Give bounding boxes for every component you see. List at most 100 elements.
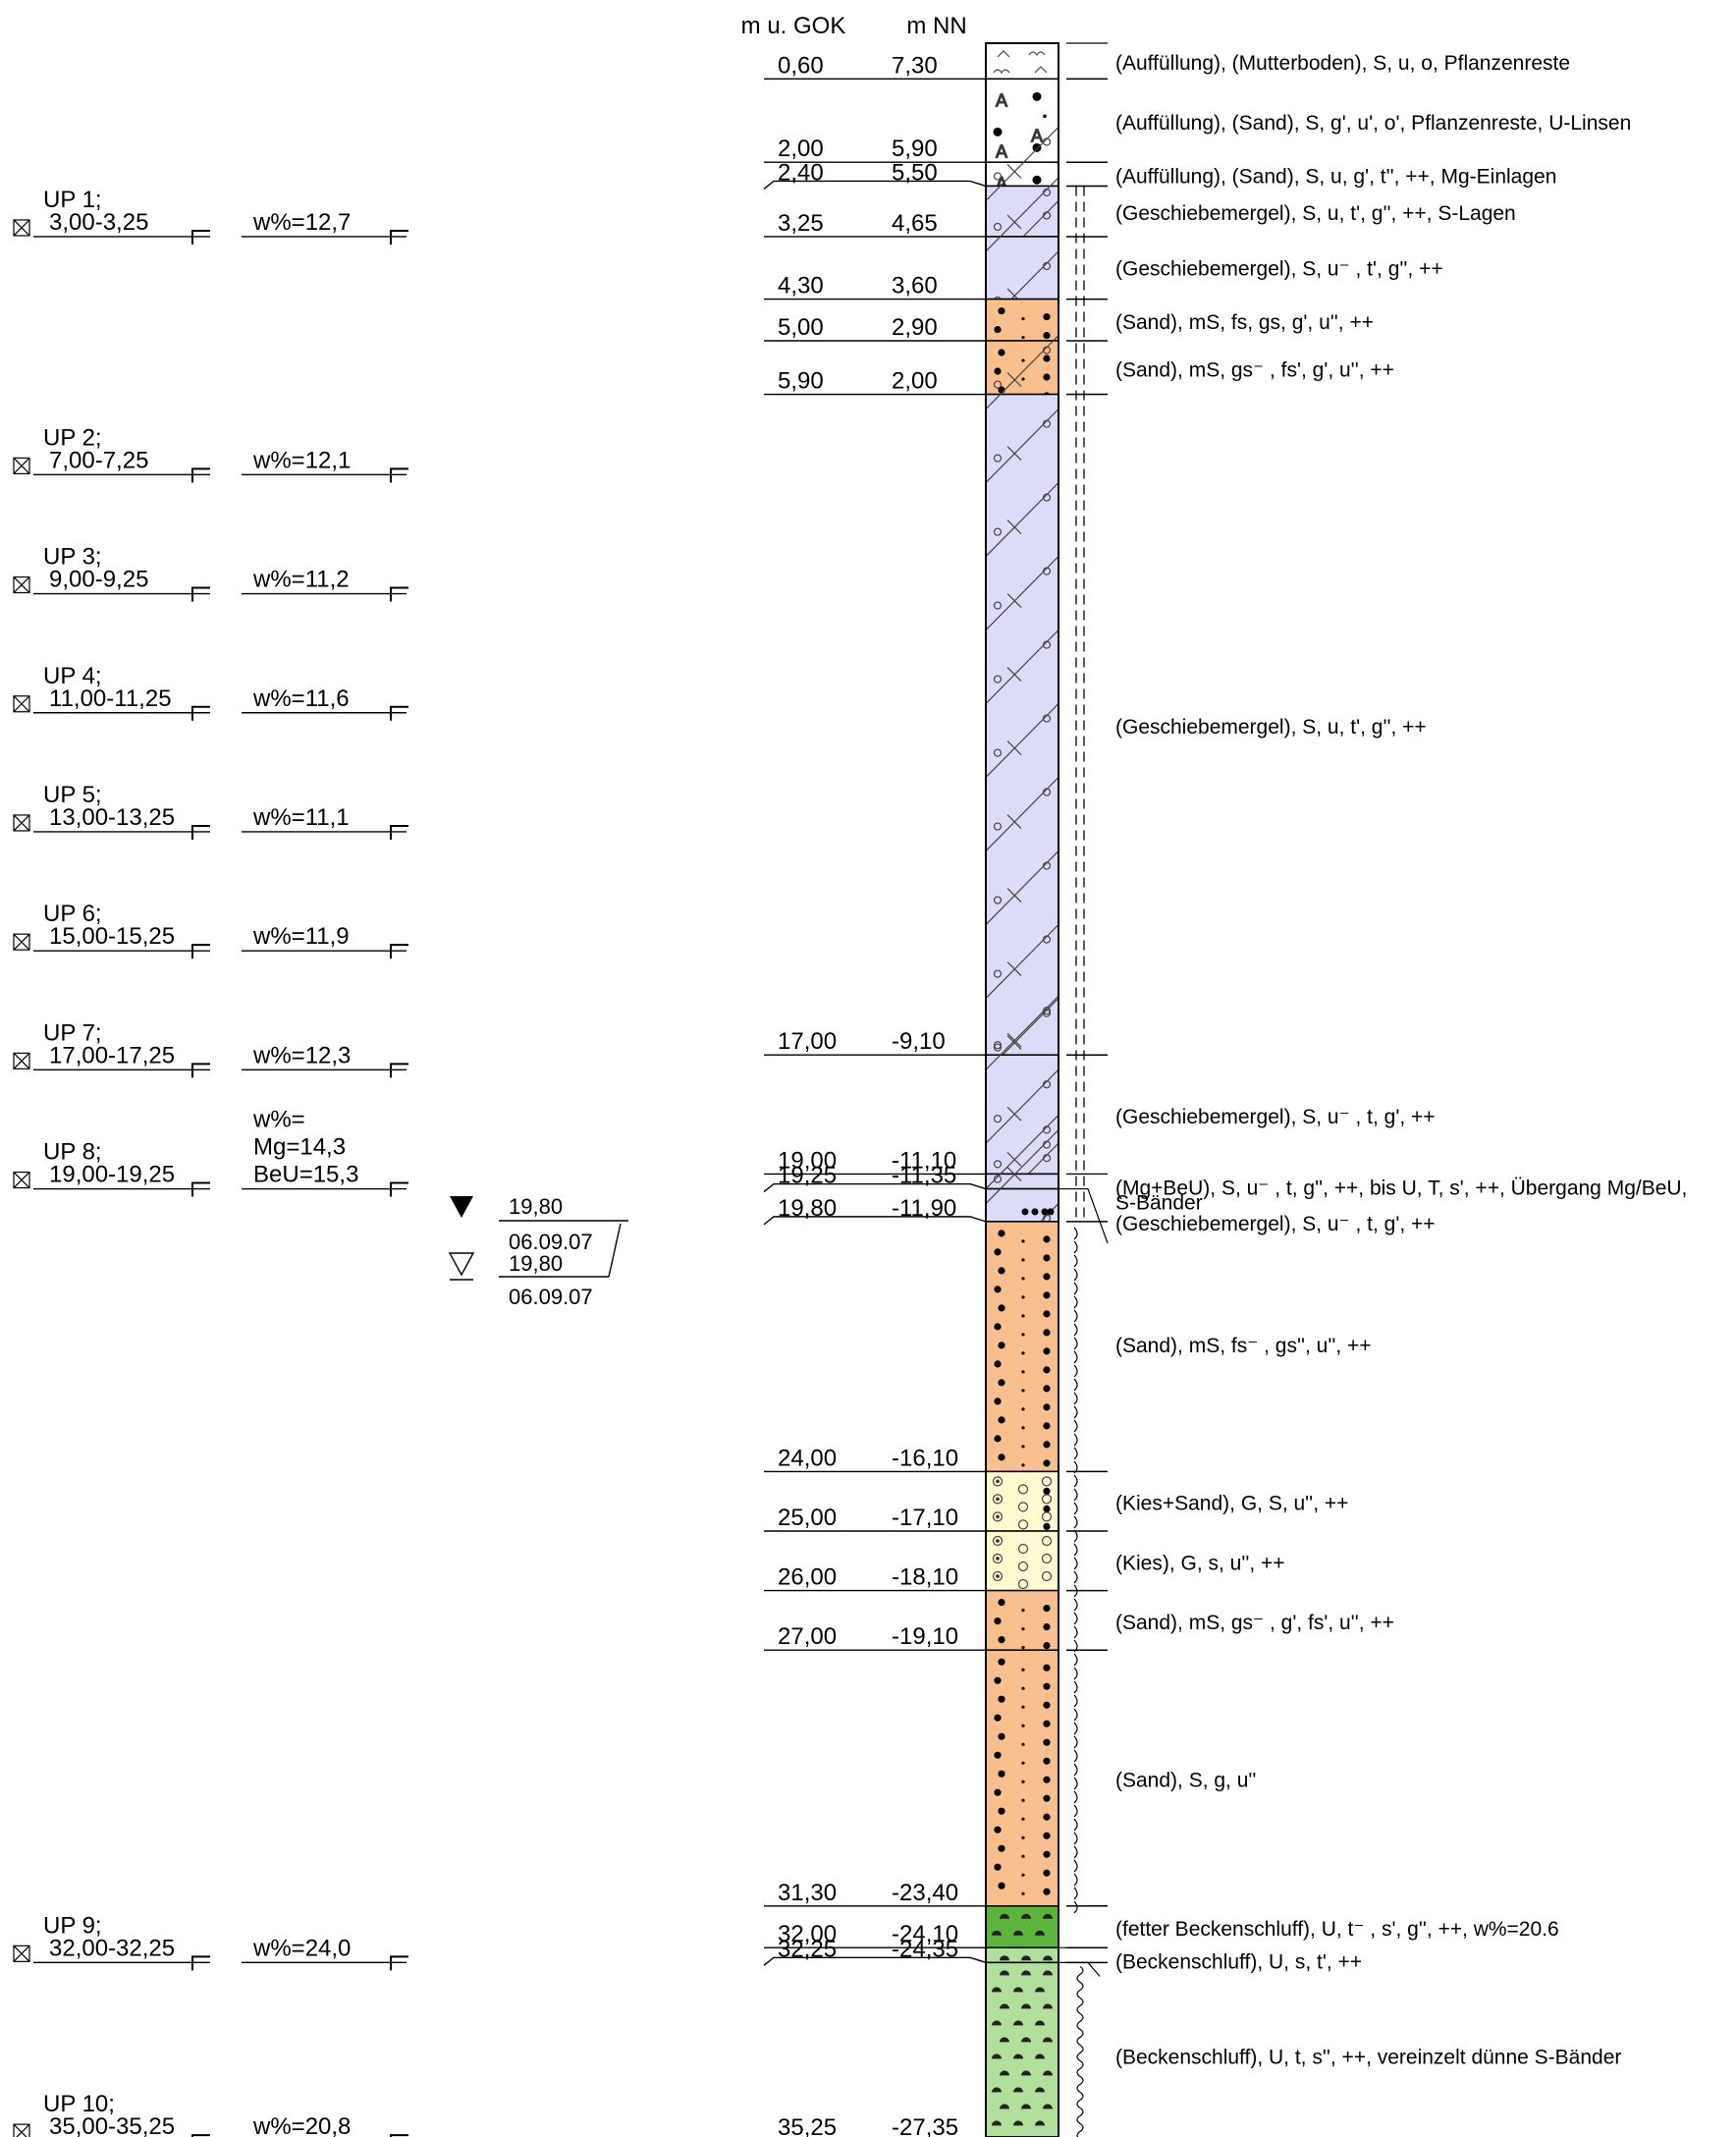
layer-description: (Geschiebemergel), S, u⁻ , t, g', ++ — [1115, 1213, 1436, 1235]
loose-mark — [1073, 1722, 1078, 1735]
sample-icon-cross — [13, 576, 30, 593]
depth-gok: 19,25 — [778, 1163, 837, 1189]
sample-bracket — [191, 1063, 210, 1078]
fill-dot — [1032, 91, 1042, 101]
loose-mark — [1073, 1337, 1078, 1350]
hatch-tick — [1006, 667, 1022, 682]
depth-line — [763, 1182, 987, 1193]
depth-label: 32,25 -24,35 — [763, 1936, 987, 1966]
silt-mark — [1021, 2070, 1031, 2076]
depth-gok: 32,25 — [778, 1936, 837, 1962]
sand-dot — [998, 1342, 1005, 1349]
layer-description: (Auffüllung), (Sand), S, u, g', t'', ++,… — [1115, 165, 1556, 188]
layer-fill — [986, 340, 1058, 396]
silt-mark — [992, 2120, 1002, 2126]
sample-bracket — [390, 1955, 408, 1971]
soft-mark — [1076, 1981, 1084, 1999]
sample-range: 11,00-11,25 — [49, 685, 172, 712]
sample-icon — [13, 1945, 30, 1962]
depth-nn: -24,10 — [892, 1921, 958, 1947]
sand-dot — [994, 1826, 1002, 1834]
sample-bracket — [390, 467, 408, 483]
water-content-value: w%= — [252, 1107, 305, 1133]
sample-name: UP 2; — [43, 424, 102, 451]
silt-mark — [992, 1930, 1002, 1936]
silt-mark — [992, 2054, 1002, 2059]
sample-icon — [13, 2123, 30, 2137]
water-level-date: 06.09.07 — [509, 1285, 593, 1309]
layer-pattern — [994, 1658, 1051, 1895]
sand-dot — [994, 367, 1002, 375]
sample-icon — [13, 219, 30, 237]
loose-mark — [1073, 1529, 1078, 1543]
sand-fine — [1021, 1333, 1025, 1337]
sand-dot — [1043, 1254, 1051, 1262]
silt-mark — [1035, 1987, 1045, 1993]
gravel-mark — [1042, 1125, 1052, 1134]
sample-range: 13,00-13,25 — [49, 804, 175, 831]
depth-nn: -11,10 — [892, 1147, 956, 1174]
water-level-filled-icon — [450, 1196, 473, 1218]
loose-mark — [1073, 1680, 1078, 1694]
sample-icon — [13, 814, 30, 832]
sample-name: UP 6; — [43, 901, 102, 927]
sample-bracket — [390, 705, 408, 721]
loose-mark — [1073, 1460, 1078, 1474]
gravel-mark — [993, 1160, 1003, 1169]
sand-fine — [1021, 1686, 1025, 1690]
sample-icon-cross — [13, 814, 30, 832]
water-content-value: w%=24,0 — [252, 1935, 351, 1961]
hatch-tick — [1006, 1032, 1022, 1048]
depth-gok: 25,00 — [778, 1505, 837, 1531]
layer-3 — [986, 127, 1058, 275]
silt-mark — [992, 2087, 1002, 2093]
depth-nn: 2,00 — [892, 368, 938, 395]
gravel-mark — [1042, 346, 1052, 355]
gravel-circle — [1017, 1561, 1029, 1572]
sample-icon-cross — [13, 2123, 30, 2137]
sand-fine — [1021, 1295, 1025, 1299]
gravel-mark — [1042, 1009, 1052, 1017]
gravel-circle — [1017, 1543, 1029, 1555]
hatch-line — [986, 482, 1058, 557]
sand-dot — [1043, 1869, 1051, 1877]
layer-pattern — [992, 1535, 1053, 1590]
hatch-line — [986, 1129, 1058, 1204]
sand-dot — [1043, 1441, 1051, 1449]
water-content-value: w%=11,9 — [252, 923, 350, 950]
loose-mark — [1073, 1612, 1078, 1625]
dot-mark — [1021, 1208, 1029, 1216]
depth-label: 26,00-18,10 — [764, 1564, 986, 1592]
sample-bracket — [390, 824, 408, 840]
gravel-mark — [993, 1175, 1003, 1183]
loose-mark — [1073, 1818, 1078, 1832]
sample-bracket — [390, 2134, 408, 2137]
sand-dot — [1043, 1403, 1051, 1411]
sand-dot — [998, 1230, 1005, 1237]
layer-pattern — [992, 1913, 1053, 1936]
gravel-mark — [1042, 788, 1052, 796]
gravel-circle — [992, 1570, 1004, 1582]
depth-gok: 2,40 — [778, 159, 824, 186]
sand-fine — [1021, 1817, 1025, 1821]
layer-pattern — [986, 335, 1058, 1146]
layer-pattern — [1000, 1955, 1053, 1961]
gravel-mark — [993, 1115, 1003, 1123]
depth-gok: 2,00 — [778, 136, 824, 162]
sample-bracket — [191, 944, 210, 959]
fill-dot — [1043, 114, 1047, 119]
sand-dot — [1043, 1273, 1051, 1281]
sample-range: 15,00-15,25 — [49, 923, 175, 950]
loose-mark — [1073, 1639, 1078, 1653]
depth-nn: -24,35 — [892, 1936, 958, 1962]
loose-mark — [1073, 1694, 1078, 1708]
loose-mark — [1073, 1240, 1078, 1254]
hatch-tick — [1006, 1151, 1022, 1167]
sample-name: UP 7; — [43, 1019, 102, 1046]
gravel-circle — [992, 1494, 1004, 1505]
layer-descriptions: (Auffüllung), (Mutterboden), S, u, o, Pf… — [1058, 42, 1687, 2068]
